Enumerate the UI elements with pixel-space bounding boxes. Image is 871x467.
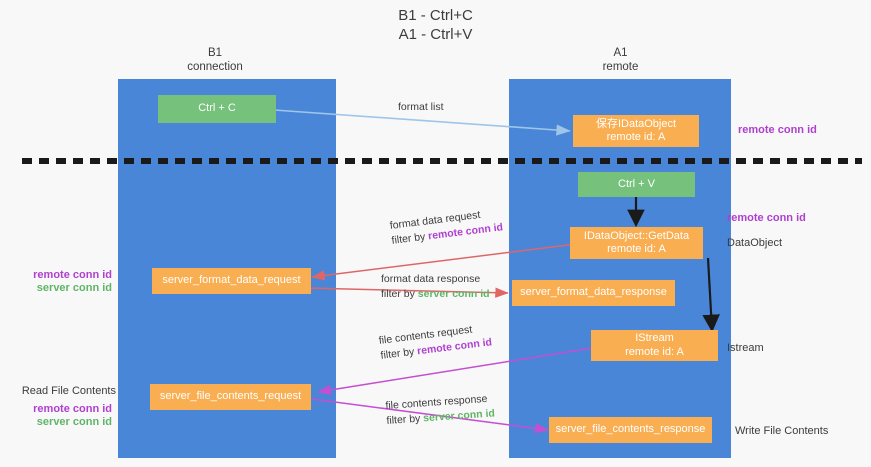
left-label-remote-conn-id-bottom: remote conn id xyxy=(33,403,112,415)
label-format-list: format list xyxy=(398,101,444,113)
label-format-data-response-filter: filter by server conn id xyxy=(381,288,490,300)
right-label-remote-conn-id-mid: remote conn id xyxy=(727,212,806,224)
box-server-format-data-response[interactable]: server_format_data_response xyxy=(512,280,675,306)
label-format-data-request: format data request filter by remote con… xyxy=(389,205,504,248)
box-ctrl-v[interactable]: Ctrl + V xyxy=(578,172,695,197)
key-server-conn-id: server conn id xyxy=(422,407,496,425)
box-save-idataobject[interactable]: 保存IDataObject remote id: A xyxy=(573,115,699,147)
left-label-remote-conn-id-mid: remote conn id xyxy=(33,269,112,281)
label-file-contents-response: file contents response filter by server … xyxy=(385,391,495,428)
column-header-a1: A1 remote xyxy=(602,47,639,73)
right-label-write-file-contents: Write File Contents xyxy=(735,425,829,437)
box-ctrl-c[interactable]: Ctrl + C xyxy=(158,95,276,123)
column-header-b1: B1 connection xyxy=(187,47,243,73)
label-file-contents-request: file contents request filter by remote c… xyxy=(378,320,493,363)
box-istream[interactable]: IStream remote id: A xyxy=(591,330,718,361)
box-server-file-contents-response[interactable]: server_file_contents_response xyxy=(549,417,712,443)
right-label-istream: Istream xyxy=(727,342,764,354)
left-label-server-conn-id-bottom: server conn id xyxy=(36,416,112,428)
label-format-data-response-line1: format data response xyxy=(381,273,481,285)
key-server-conn-id: server conn id xyxy=(417,288,490,300)
right-label-remote-conn-id-top: remote conn id xyxy=(738,124,817,136)
left-label-read-file-contents: Read File Contents xyxy=(21,385,116,397)
box-server-file-contents-request[interactable]: server_file_contents_request xyxy=(150,384,311,410)
left-label-server-conn-id-mid: server conn id xyxy=(36,282,112,294)
box-server-format-data-request[interactable]: server_format_data_request xyxy=(152,268,311,294)
box-idataobject-getdata[interactable]: IDataObject::GetData remote id: A xyxy=(570,227,703,259)
right-label-dataobject: DataObject xyxy=(727,237,783,249)
page-title: B1 - Ctrl+C A1 - Ctrl+V xyxy=(398,7,473,43)
label-format-data-response: format data response filter by server co… xyxy=(381,272,490,302)
